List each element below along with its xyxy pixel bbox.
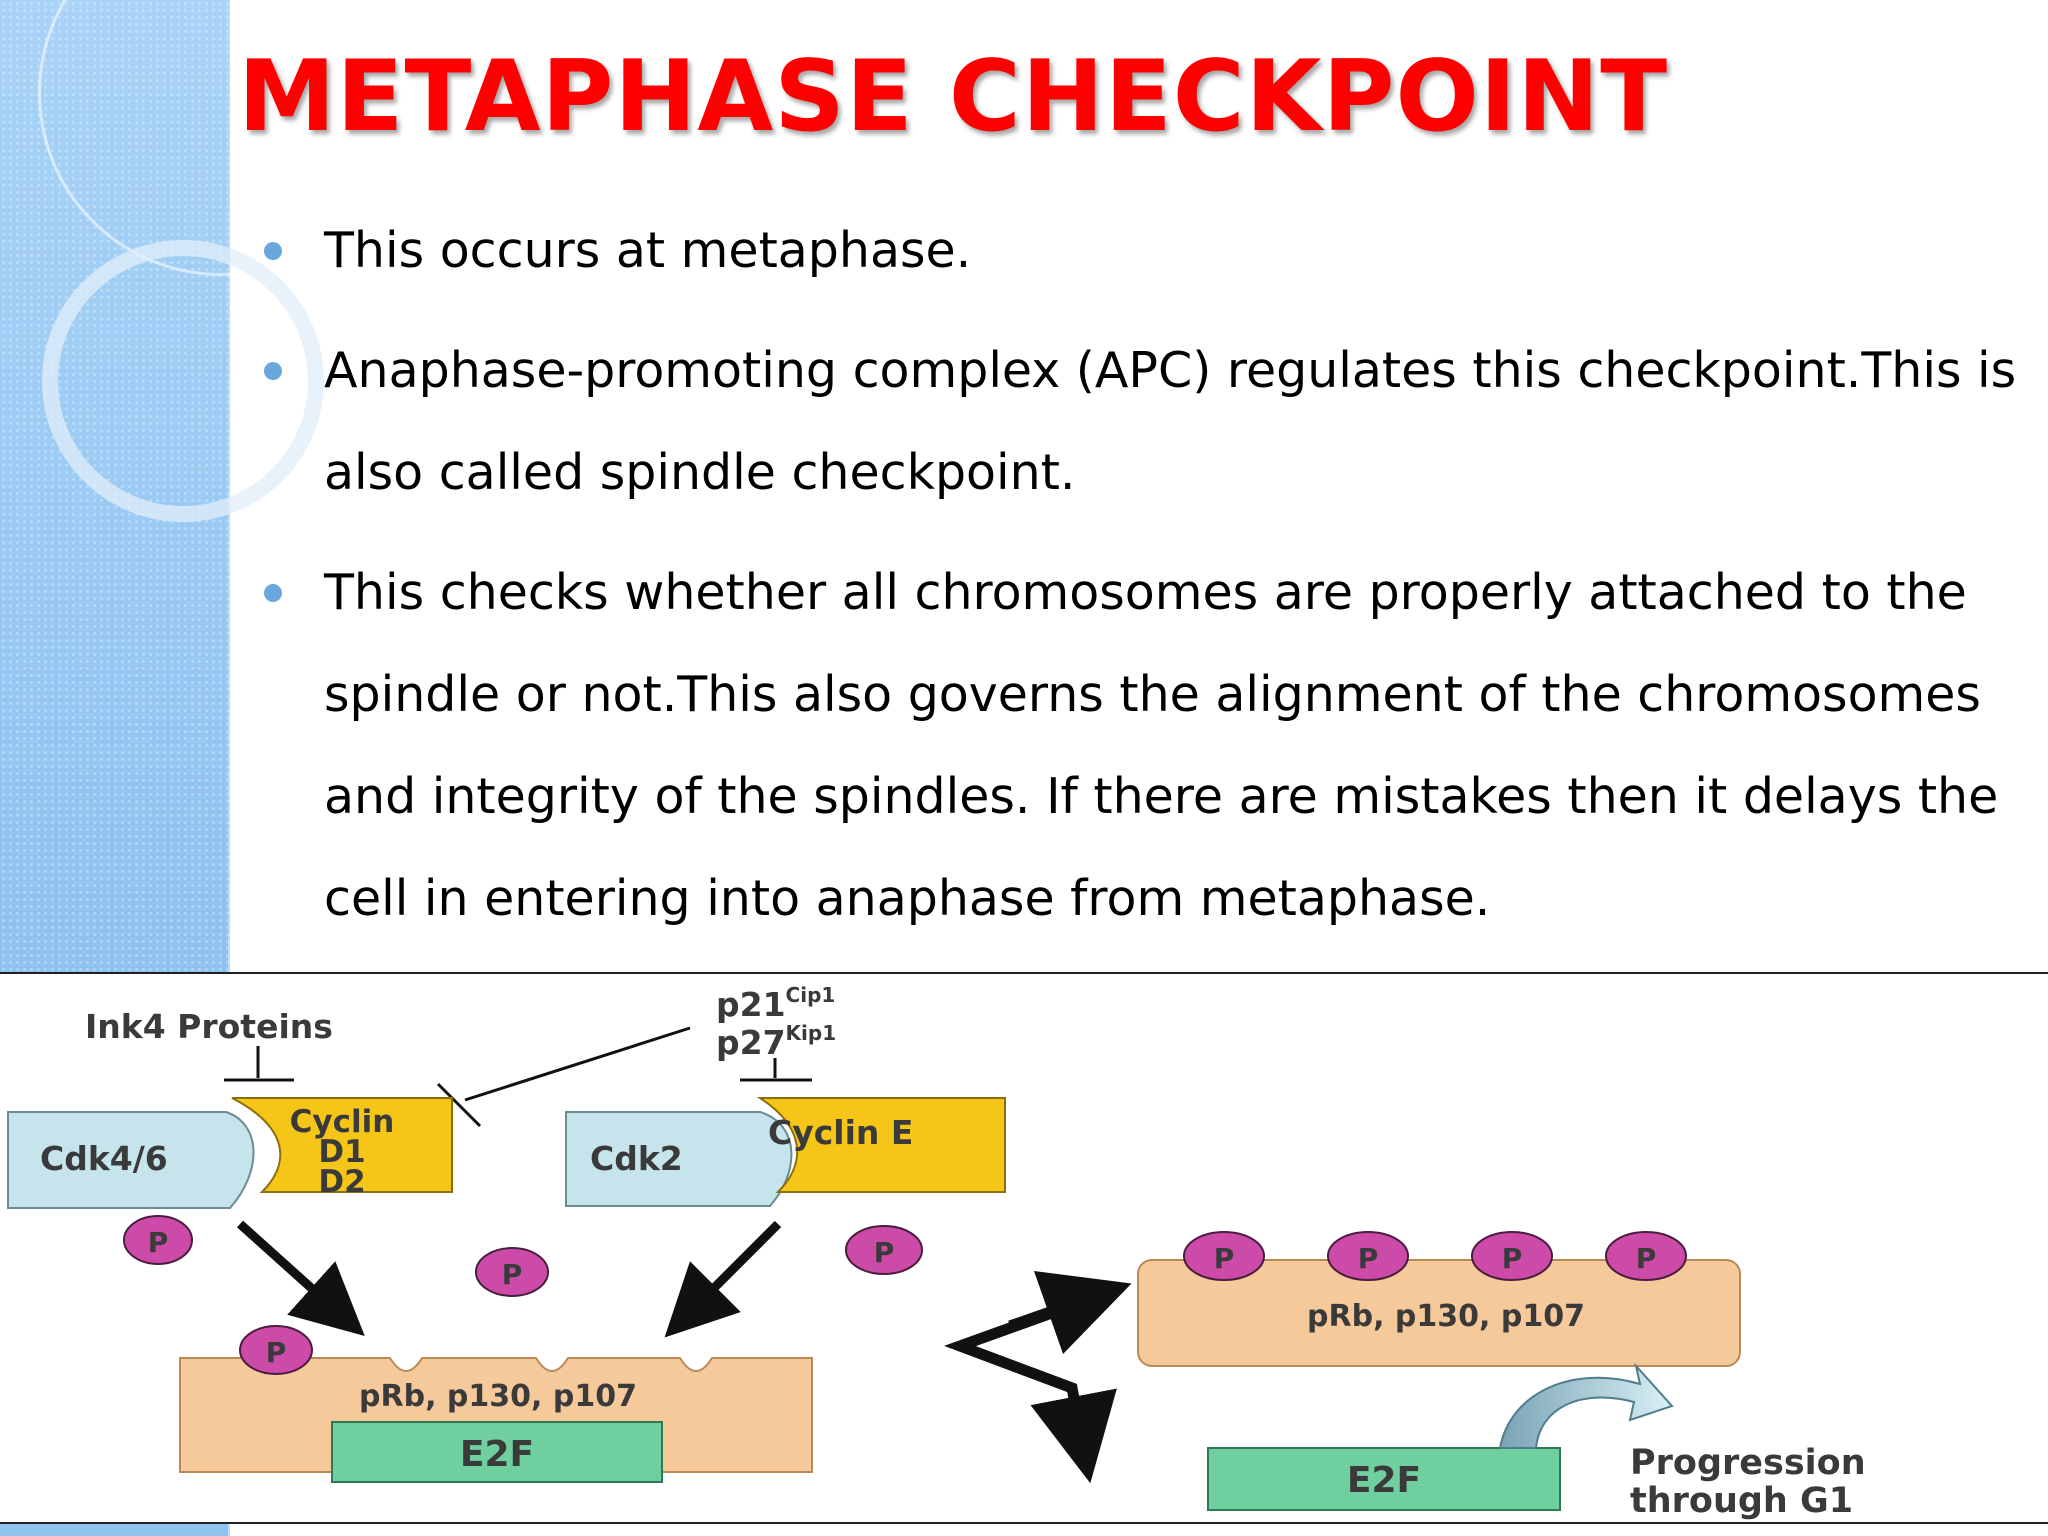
equilibrium-arrow-head-top — [1008, 1271, 1132, 1355]
prb-right-label: pRb, p130, p107 — [1307, 1299, 1585, 1334]
svg-text:P: P — [874, 1236, 895, 1269]
svg-text:P: P — [502, 1258, 523, 1291]
cyclin-d-shape — [231, 1097, 453, 1193]
e2f-right-label: E2F — [1347, 1460, 1421, 1501]
p21-label: p21Cip1 — [716, 983, 835, 1024]
cyclin-d-label: Cyclin — [290, 1104, 395, 1140]
svg-text:P: P — [266, 1336, 287, 1369]
bullet-dot-icon — [264, 362, 282, 380]
svg-text:P: P — [1214, 1242, 1235, 1275]
phosphate-icon: P — [1605, 1231, 1687, 1281]
diagram-canvas: Ink4 Proteins p21Cip1 p27Kip1 Cdk4/6 Cyc… — [7, 983, 1866, 1521]
phosphate-icon: P — [1183, 1231, 1265, 1281]
cyclin-e-label: Cyclin E — [768, 1113, 913, 1152]
p21-to-cyclind-inhibition-line — [436, 1026, 691, 1128]
cyclin-d1-label: D1 — [318, 1134, 365, 1170]
bullet-item: This checks whether all chromosomes are … — [262, 542, 2022, 950]
e2f-left-box — [331, 1421, 663, 1483]
svg-text:P: P — [1636, 1242, 1657, 1275]
bullet-dot-icon — [264, 242, 282, 260]
phosphate-icon: P — [1327, 1231, 1409, 1281]
cyclin-d2-label: D2 — [318, 1164, 365, 1200]
phosphorylation-arrow-left — [236, 1220, 365, 1337]
progression-curved-arrow — [1498, 1362, 1674, 1449]
cyclin-e-shape — [756, 1097, 1006, 1193]
cell-cycle-diagram: Ink4 Proteins p21Cip1 p27Kip1 Cdk4/6 Cyc… — [0, 972, 2048, 1524]
ink4-inhibition-symbol — [224, 1046, 294, 1082]
bullet-text: This checks whether all chromosomes are … — [324, 564, 1999, 927]
e2f-right-box — [1207, 1447, 1561, 1511]
progression-label-line1: Progression — [1630, 1443, 1866, 1483]
bullet-text: This occurs at metaphase. — [324, 222, 972, 279]
svg-text:P: P — [1358, 1242, 1379, 1275]
phosphorylation-arrow-right — [664, 1220, 782, 1338]
phosphate-icon: P — [239, 1325, 313, 1375]
p27-label: p27Kip1 — [716, 1021, 836, 1062]
phosphate-icon: P — [845, 1225, 923, 1275]
bullet-item: Anaphase-promoting complex (APC) regulat… — [262, 320, 2022, 524]
prb-left-label: pRb, p130, p107 — [359, 1379, 637, 1414]
cdk46-label: Cdk4/6 — [40, 1139, 168, 1178]
side-decoration-strip — [0, 1522, 228, 1536]
phosphate-icon: P — [475, 1247, 549, 1297]
e2f-left-label: E2F — [460, 1434, 534, 1475]
svg-text:P: P — [1502, 1242, 1523, 1275]
phosphate-icon: P — [1471, 1231, 1553, 1281]
ink4-label: Ink4 Proteins — [85, 1007, 333, 1046]
phosphate-icon: P — [123, 1215, 193, 1265]
progression-label-line2: through G1 — [1630, 1481, 1853, 1521]
bullet-list: This occurs at metaphase. Anaphase-promo… — [262, 200, 2022, 968]
bullet-dot-icon — [264, 584, 282, 602]
cdk2-label: Cdk2 — [590, 1139, 683, 1178]
bullet-item: This occurs at metaphase. — [262, 200, 2022, 302]
prb-complex-right-shape — [1137, 1259, 1741, 1367]
bullet-text: Anaphase-promoting complex (APC) regulat… — [324, 342, 2017, 501]
p27-inhibition-symbol — [740, 1058, 812, 1082]
svg-text:P: P — [148, 1226, 169, 1259]
side-decoration-panel — [0, 0, 404, 1536]
cdk2-shape — [565, 1111, 793, 1207]
slide-title: METAPHASE CHECKPOINT — [238, 40, 1669, 154]
cdk46-shape — [7, 1111, 255, 1209]
